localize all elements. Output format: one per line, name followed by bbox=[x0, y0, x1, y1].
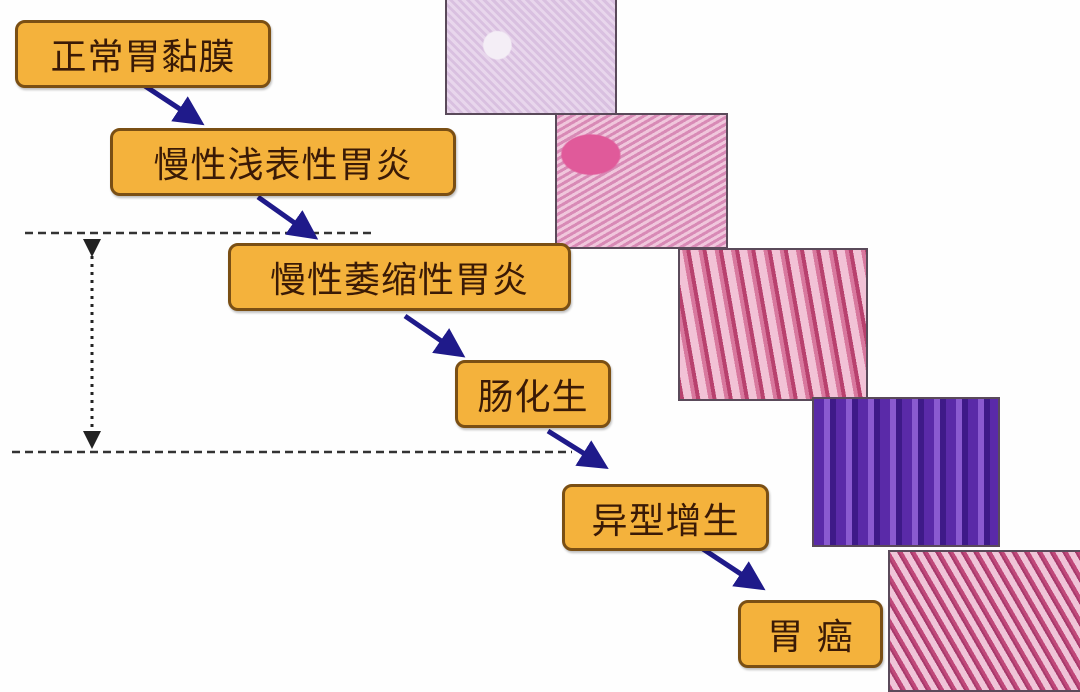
arrow-icon bbox=[701, 546, 766, 591]
arrow-icon bbox=[143, 83, 205, 126]
histology-image-superficial-gastritis bbox=[555, 113, 728, 249]
stage-normal-mucosa: 正常胃黏膜 bbox=[15, 20, 271, 88]
histology-image-intestinal-metaplasia bbox=[812, 397, 1000, 547]
arrow-icon bbox=[546, 428, 609, 469]
histology-image-atrophic-gastritis bbox=[678, 248, 868, 401]
stage-dysplasia: 异型增生 bbox=[562, 484, 769, 551]
stage-intestinal-metaplasia: 肠化生 bbox=[455, 360, 611, 428]
arrow-icon bbox=[403, 313, 466, 358]
stage-gastric-cancer: 胃 癌 bbox=[738, 600, 883, 668]
histology-image-normal-mucosa bbox=[445, 0, 617, 115]
histology-image-gastric-cancer bbox=[888, 550, 1080, 692]
stage-superficial-gastritis: 慢性浅表性胃炎 bbox=[110, 128, 456, 196]
arrow-icon bbox=[256, 194, 319, 240]
stage-atrophic-gastritis: 慢性萎缩性胃炎 bbox=[228, 243, 571, 311]
